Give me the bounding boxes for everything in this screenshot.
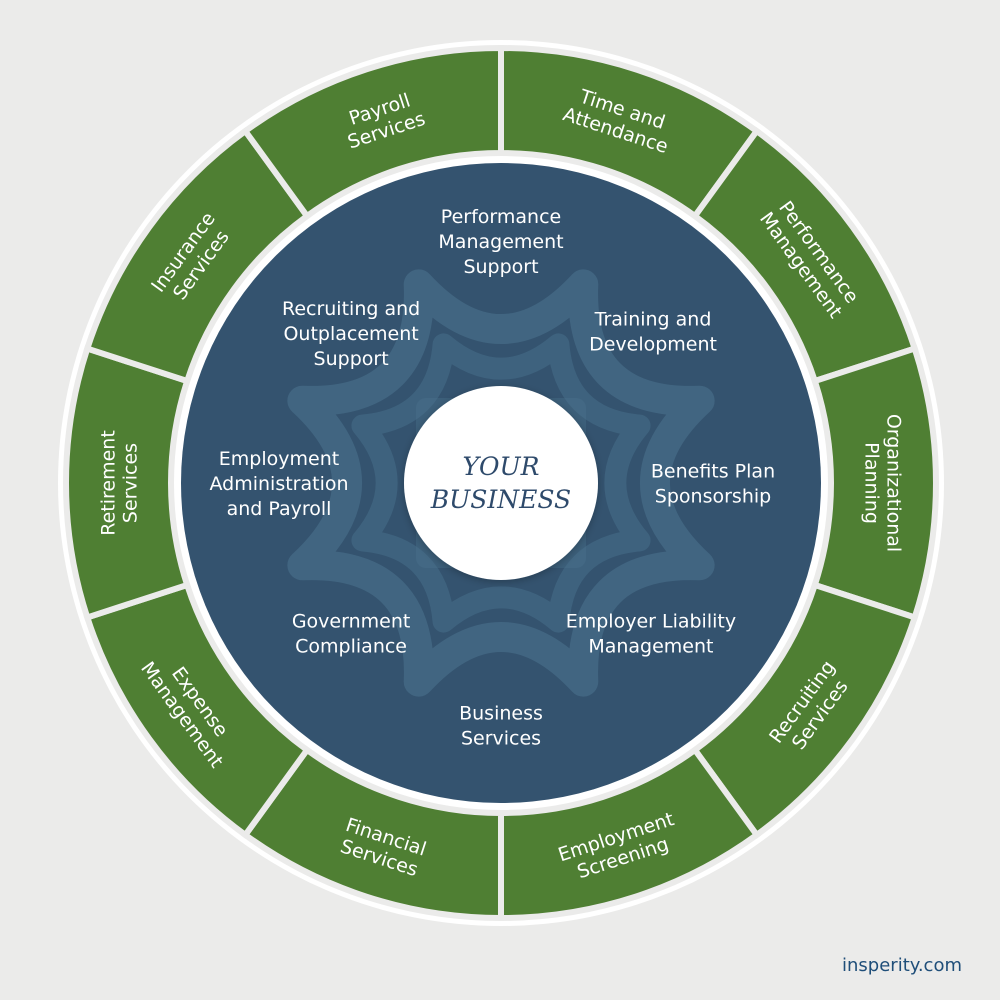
inner-label-line: Administration: [209, 473, 348, 495]
inner-label-line: Outplacement: [283, 323, 418, 345]
outer-segment-payroll-services: [241, 44, 504, 221]
inner-label-line: Benefits Plan: [651, 461, 775, 483]
outer-label-line: Planning: [861, 442, 883, 524]
inner-label-line: Support: [463, 256, 538, 278]
inner-label-line: Sponsorship: [655, 486, 771, 508]
inner-label-line: Recruiting and: [282, 298, 420, 320]
footer-domain: insperity.com: [842, 955, 962, 976]
outer-label-line: Organizational: [883, 414, 905, 552]
inner-label-line: Employer Liability: [566, 610, 736, 632]
inner-label-line: Development: [589, 333, 717, 355]
inner-label-line: Government: [292, 610, 411, 632]
outer-label-line: Services: [120, 443, 142, 523]
inner-label-line: Training and: [594, 308, 712, 330]
center-circle: [404, 386, 598, 580]
center-label-line2: BUSINESS: [430, 485, 571, 514]
inner-label-line: Services: [461, 728, 541, 750]
inner-label-line: Compliance: [295, 635, 407, 657]
center-label-line1: YOUR: [463, 452, 540, 481]
inner-label-line: Support: [314, 348, 389, 370]
inner-label-line: Management: [588, 635, 713, 657]
inner-label-line: Business: [459, 703, 543, 725]
pattern-inner-star: [351, 333, 651, 633]
inner-label-line: and Payroll: [227, 498, 332, 520]
inner-label-line: Performance: [441, 206, 561, 228]
inner-label-line: Management: [438, 231, 563, 253]
outer-label-line: Retirement: [98, 430, 120, 536]
pattern-outer-star: [287, 269, 715, 697]
inner-label-line: Employment: [219, 448, 339, 470]
